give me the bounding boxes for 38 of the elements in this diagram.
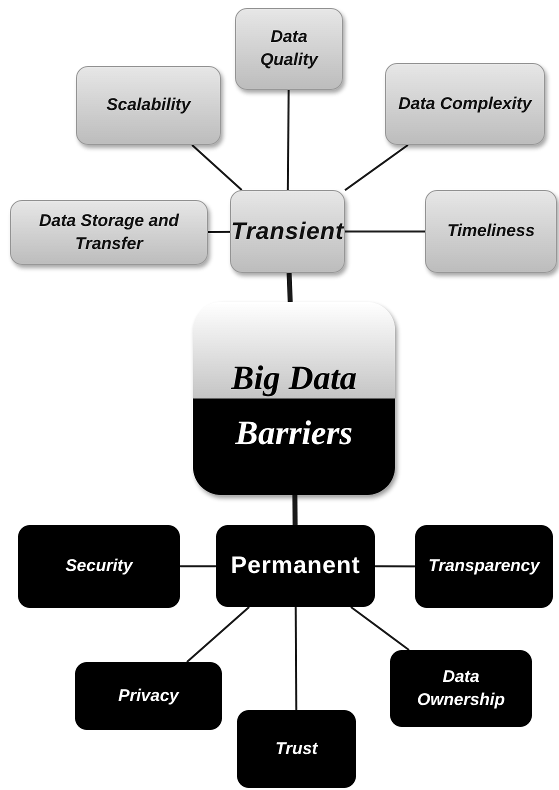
connector-line: [286, 90, 290, 190]
topic-box: [235, 8, 343, 90]
box-label: Data Storage and Transfer: [38, 210, 180, 254]
connector-line: [180, 565, 216, 568]
connector-line: [345, 230, 425, 232]
topic-box: [390, 650, 532, 727]
connector-line: [208, 230, 230, 233]
title-box: [193, 302, 395, 495]
topic-box: [216, 525, 375, 607]
topic-box: [425, 190, 557, 273]
box-label: Privacy: [118, 684, 179, 707]
connector-line: [191, 144, 242, 191]
topic-box: [76, 66, 221, 145]
box-label: Transparency: [428, 555, 540, 578]
box-label: Permanent: [230, 551, 360, 581]
connector-line: [344, 144, 408, 191]
topic-box: [75, 662, 222, 730]
topic-box: [385, 63, 545, 145]
topic-box: [230, 190, 345, 273]
connector-line: [375, 565, 415, 568]
box-label: Trust: [275, 738, 318, 760]
topic-box: [10, 200, 208, 265]
box-label: Security: [65, 555, 133, 578]
box-label: Big Data: [231, 359, 357, 399]
connector-line: [186, 606, 250, 663]
connector-line: [286, 272, 293, 302]
box-label: Barriers: [235, 414, 353, 454]
box-label: Timeliness: [447, 220, 535, 242]
box-label: Data Quality: [259, 26, 320, 71]
box-label: Transient: [231, 216, 344, 246]
topic-box: [18, 525, 180, 608]
connector-line: [292, 494, 298, 526]
connector-line: [294, 607, 298, 710]
topic-box: [237, 710, 356, 788]
topic-box: [415, 525, 553, 608]
box-label: Data Ownership: [416, 666, 506, 710]
box-label: Data Complexity: [398, 92, 532, 115]
box-label: Scalability: [106, 94, 191, 116]
